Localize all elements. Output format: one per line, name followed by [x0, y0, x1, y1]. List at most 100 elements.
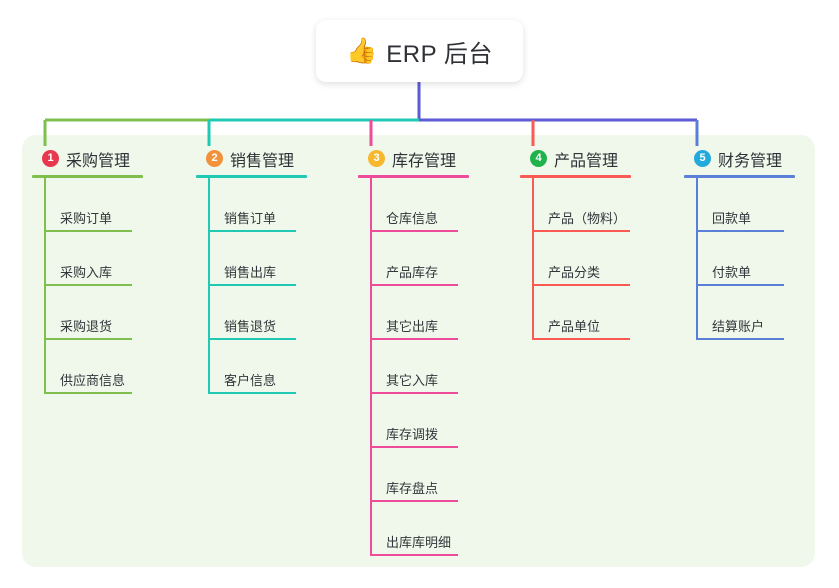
leaf-underline: [532, 230, 630, 232]
leaf-underline: [44, 392, 132, 394]
leaf-underline: [532, 338, 630, 340]
leaf-underline: [370, 500, 458, 502]
branch-underline-1: [32, 175, 143, 178]
leaf-label: 产品分类: [548, 265, 601, 280]
branch-badge-icon-4: 4: [530, 150, 547, 167]
leaf-item[interactable]: 其它出库: [358, 286, 469, 340]
branch-leaf-list-1: 采购订单采购入库采购退货供应商信息: [32, 178, 143, 394]
diagram-background-panel: [22, 135, 815, 567]
leaf-item[interactable]: 其它入库: [358, 340, 469, 394]
leaf-item[interactable]: 销售退货: [196, 286, 307, 340]
leaf-item[interactable]: 结算账户: [684, 286, 795, 340]
branch-title-4: 产品管理: [554, 152, 619, 170]
leaf-label: 客户信息: [224, 373, 277, 388]
leaf-label: 库存盘点: [386, 481, 439, 496]
branch-leaf-list-4: 产品（物料） 产品分类产品单位: [520, 178, 631, 340]
branch-underline-5: [684, 175, 795, 178]
branch-spine-4: [532, 178, 534, 340]
leaf-underline: [696, 338, 784, 340]
branch-column-4: 4 产品管理产品（物料） 产品分类产品单位: [520, 146, 631, 340]
leaf-item[interactable]: 回款单: [684, 178, 795, 232]
leaf-label: 采购退货: [60, 319, 113, 334]
leaf-item[interactable]: 产品分类: [520, 232, 631, 286]
leaf-label: 结算账户: [712, 319, 765, 334]
branch-title-3: 库存管理: [392, 152, 457, 170]
leaf-label: 其它入库: [386, 373, 439, 388]
branch-badge-icon-1: 1: [42, 150, 59, 167]
leaf-underline: [370, 230, 458, 232]
branch-spine-3: [370, 178, 372, 556]
leaf-item[interactable]: 付款单: [684, 232, 795, 286]
branch-header-1[interactable]: 1 采购管理: [32, 146, 143, 171]
leaf-item[interactable]: 销售订单: [196, 178, 307, 232]
leaf-underline: [208, 392, 296, 394]
leaf-label: 产品单位: [548, 319, 601, 334]
branch-column-5: 5 财务管理回款单付款单结算账户: [684, 146, 795, 340]
branch-leaf-list-5: 回款单付款单结算账户: [684, 178, 795, 340]
leaf-item[interactable]: 供应商信息: [32, 340, 143, 394]
root-node[interactable]: 👍 ERP 后台: [316, 20, 523, 82]
leaf-label: 采购订单: [60, 211, 113, 226]
leaf-item[interactable]: 采购退货: [32, 286, 143, 340]
leaf-label: 其它出库: [386, 319, 439, 334]
leaf-underline: [532, 284, 630, 286]
leaf-item[interactable]: 采购订单: [32, 178, 143, 232]
leaf-item[interactable]: 仓库信息: [358, 178, 469, 232]
leaf-item[interactable]: 采购入库: [32, 232, 143, 286]
branch-header-5[interactable]: 5 财务管理: [684, 146, 795, 171]
leaf-item[interactable]: 产品（物料）: [520, 178, 631, 232]
branch-leaf-list-3: 仓库信息产品库存其它出库其它入库库存调拨库存盘点出库库明细: [358, 178, 469, 556]
branch-column-3: 3 库存管理仓库信息产品库存其它出库其它入库库存调拨库存盘点出库库明细: [358, 146, 469, 556]
leaf-underline: [370, 392, 458, 394]
leaf-underline: [370, 446, 458, 448]
leaf-item[interactable]: 产品库存: [358, 232, 469, 286]
leaf-label: 产品库存: [386, 265, 439, 280]
branch-underline-3: [358, 175, 469, 178]
thumbs-up-icon: 👍: [346, 36, 378, 65]
leaf-label: 仓库信息: [386, 211, 439, 226]
leaf-item[interactable]: 出库库明细: [358, 502, 469, 556]
branch-spine-1: [44, 178, 46, 394]
leaf-item[interactable]: 客户信息: [196, 340, 307, 394]
leaf-label: 付款单: [712, 265, 752, 280]
leaf-item[interactable]: 库存盘点: [358, 448, 469, 502]
branch-title-5: 财务管理: [718, 152, 783, 170]
leaf-label: 销售退货: [224, 319, 277, 334]
leaf-item[interactable]: 库存调拨: [358, 394, 469, 448]
branch-badge-icon-3: 3: [368, 150, 385, 167]
branch-title-1: 采购管理: [66, 152, 131, 170]
leaf-underline: [44, 230, 132, 232]
branch-title-2: 销售管理: [230, 152, 295, 170]
leaf-underline: [370, 554, 458, 556]
branch-spine-2: [208, 178, 210, 394]
leaf-label: 回款单: [712, 211, 752, 226]
branch-spine-5: [696, 178, 698, 340]
leaf-label: 产品（物料）: [548, 211, 627, 226]
branch-header-3[interactable]: 3 库存管理: [358, 146, 469, 171]
leaf-label: 销售订单: [224, 211, 277, 226]
leaf-item[interactable]: 销售出库: [196, 232, 307, 286]
leaf-underline: [370, 338, 458, 340]
leaf-underline: [208, 284, 296, 286]
leaf-label: 销售出库: [224, 265, 277, 280]
branch-underline-2: [196, 175, 307, 178]
branch-leaf-list-2: 销售订单销售出库销售退货客户信息: [196, 178, 307, 394]
root-title: ERP 后台: [386, 40, 493, 68]
leaf-label: 供应商信息: [60, 373, 126, 388]
branch-badge-icon-5: 5: [694, 150, 711, 167]
leaf-label: 出库库明细: [386, 535, 452, 550]
leaf-underline: [696, 230, 784, 232]
leaf-underline: [370, 284, 458, 286]
branch-header-4[interactable]: 4 产品管理: [520, 146, 631, 171]
leaf-label: 库存调拨: [386, 427, 439, 442]
leaf-underline: [44, 284, 132, 286]
leaf-label: 采购入库: [60, 265, 113, 280]
leaf-underline: [208, 230, 296, 232]
leaf-underline: [208, 338, 296, 340]
leaf-underline: [696, 284, 784, 286]
leaf-item[interactable]: 产品单位: [520, 286, 631, 340]
leaf-underline: [44, 338, 132, 340]
